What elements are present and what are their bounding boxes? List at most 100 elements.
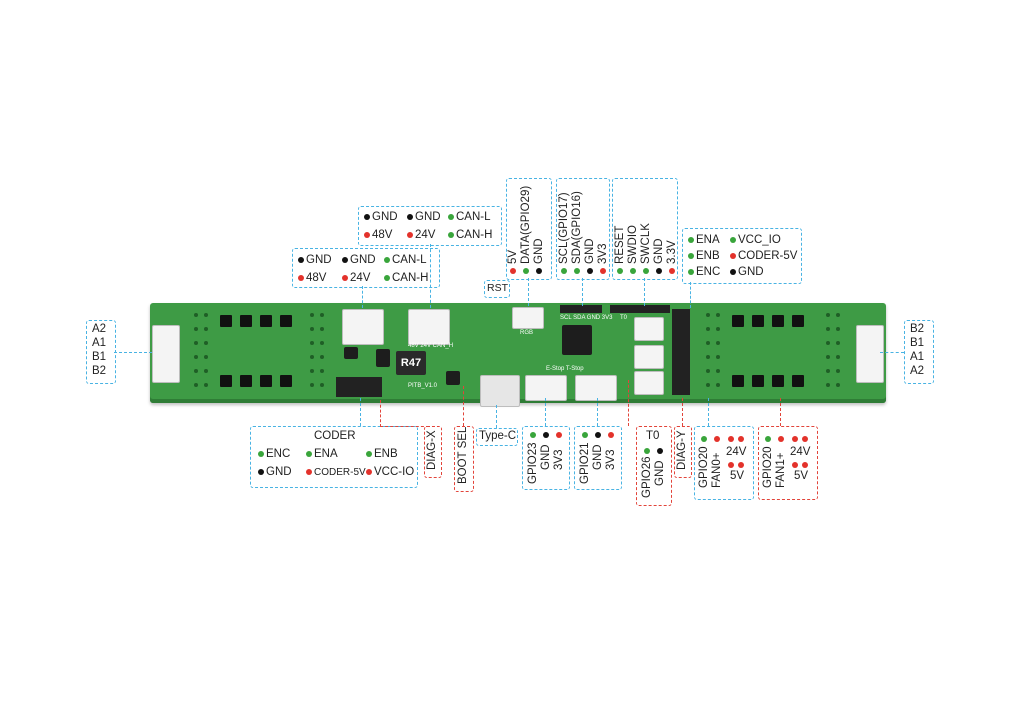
boot-sel-callout bbox=[454, 426, 474, 492]
i2c-callout bbox=[556, 178, 610, 280]
coder-r1c1: ENC bbox=[266, 448, 291, 460]
i2c-header bbox=[560, 305, 602, 313]
silk-t0: T0 bbox=[620, 315, 628, 321]
usb-type-c bbox=[480, 375, 520, 407]
swd-pin-swclk: SWCLK bbox=[640, 223, 652, 264]
t0-pin-1: GPIO26 bbox=[641, 456, 653, 498]
coder-r1c3: ENB bbox=[374, 448, 398, 460]
enc-r3c2: GND bbox=[738, 266, 764, 278]
power-small-r1c3: CAN-L bbox=[392, 254, 427, 266]
board-label: PITB_V1.0 bbox=[408, 383, 438, 389]
left-motor-connector bbox=[152, 325, 180, 383]
left-pin-1: A2 bbox=[92, 323, 107, 335]
rgb-pin-data: DATA(GPIO29) bbox=[520, 185, 532, 264]
silk-i2c: SCL SDA GND 3V3 bbox=[560, 315, 613, 321]
gpio21-pin-2: GND bbox=[592, 444, 604, 470]
rgb-callout bbox=[506, 178, 552, 280]
fan1-callout bbox=[758, 426, 818, 500]
gpio21-pin-1: GPIO21 bbox=[579, 442, 591, 484]
power-large-r1c1: GND bbox=[372, 211, 398, 223]
fan0-pin-2: FAN0+ bbox=[711, 452, 723, 488]
power-small-r2c1: 48V bbox=[306, 272, 327, 284]
power-small-callout bbox=[292, 248, 440, 288]
pcb-board: 48V 24V CAN_H R47 PITB_V1.0 RGB E-Stop T… bbox=[150, 303, 886, 407]
coder-r2c1: GND bbox=[266, 466, 292, 478]
fan0-volt-1: 24V bbox=[726, 446, 747, 458]
silk-rgb: RGB bbox=[520, 330, 534, 336]
gpio21-pin-3: 3V3 bbox=[605, 449, 617, 470]
power-large-r2c3: CAN-H bbox=[456, 229, 493, 241]
right-connector-callout bbox=[904, 320, 934, 384]
silk-estop: E-Stop T-Stop bbox=[546, 366, 584, 372]
power-small-r2c2: 24V bbox=[350, 272, 371, 284]
boot-sel-label: BOOT SEL bbox=[457, 426, 469, 484]
swd-callout bbox=[612, 178, 678, 280]
fan1-volt-1: 24V bbox=[790, 446, 811, 458]
coder-r1c2: ENA bbox=[314, 448, 338, 460]
swd-header bbox=[610, 305, 670, 313]
power-connector-large bbox=[408, 309, 450, 345]
left-pin-2: A1 bbox=[92, 337, 107, 349]
diag-x-label: DIAG-X bbox=[426, 430, 438, 470]
power-small-r1c2: GND bbox=[350, 254, 376, 266]
fan1-pin-2: FAN1+ bbox=[775, 452, 787, 488]
rst-callout bbox=[484, 280, 510, 298]
fan1-volt-2: 5V bbox=[794, 470, 809, 482]
inductor: R47 bbox=[396, 351, 426, 375]
coder-callout bbox=[250, 426, 418, 488]
small-ic-a bbox=[344, 347, 358, 359]
right-pin-1: B2 bbox=[910, 323, 925, 335]
i2c-pin-gnd: GND bbox=[584, 238, 596, 264]
inductor-label: R47 bbox=[400, 357, 422, 369]
boot-button bbox=[446, 371, 460, 385]
rgb-pin-gnd: GND bbox=[533, 238, 545, 264]
i2c-pin-3v3: 3V3 bbox=[597, 243, 609, 264]
enc-r1c2: VCC_IO bbox=[738, 234, 781, 246]
rgb-pin-5v: 5V bbox=[507, 249, 519, 264]
silk-power-small: 48V 24V CAN_H bbox=[408, 343, 454, 349]
gpio21-connector bbox=[575, 375, 617, 401]
i2c-pin-sda: SDA(GPIO16) bbox=[571, 191, 583, 264]
enc-r3c1: ENC bbox=[696, 266, 721, 278]
power-large-r2c1: 48V bbox=[372, 229, 393, 241]
power-small-r1c1: GND bbox=[306, 254, 332, 266]
fan-connector-b bbox=[634, 371, 664, 395]
diag-x-callout bbox=[424, 426, 442, 478]
right-header bbox=[672, 309, 690, 395]
fan1-pin-1: GPIO20 bbox=[762, 446, 774, 488]
rst-label: RST bbox=[487, 282, 508, 294]
type-c-label: Type-C bbox=[479, 430, 517, 442]
enc-r1c1: ENA bbox=[696, 234, 720, 246]
mcu bbox=[562, 325, 592, 355]
gpio23-connector bbox=[525, 375, 567, 401]
diag-y-callout bbox=[674, 426, 692, 478]
right-pin-4: A2 bbox=[910, 365, 925, 377]
left-pin-3: B1 bbox=[92, 351, 107, 363]
type-c-callout bbox=[476, 428, 518, 446]
t0-callout bbox=[636, 426, 672, 506]
diag-y-label: DIAG-Y bbox=[676, 430, 688, 470]
power-small-r2c3: CAN-H bbox=[392, 272, 429, 284]
t0-pin-2: GND bbox=[654, 460, 666, 486]
t0-title: T0 bbox=[646, 430, 660, 442]
right-pin-3: A1 bbox=[910, 351, 925, 363]
right-pin-2: B1 bbox=[910, 337, 925, 349]
enc-r2c1: ENB bbox=[696, 250, 720, 262]
fan-connector-a bbox=[634, 345, 664, 369]
encoder-right-callout bbox=[682, 228, 802, 284]
right-motor-connector bbox=[856, 325, 884, 383]
fan0-pin-1: GPIO20 bbox=[698, 446, 710, 488]
power-large-r1c3: CAN-L bbox=[456, 211, 491, 223]
fan0-callout bbox=[694, 426, 754, 500]
enc-r2c2: CODER-5V bbox=[738, 250, 798, 262]
coder-r2c3: VCC-IO bbox=[374, 466, 415, 478]
coder-title: CODER bbox=[314, 430, 356, 442]
swd-pin-gnd: GND bbox=[653, 238, 665, 264]
swd-pin-reset: RESET bbox=[614, 225, 626, 264]
swd-pin-3v3: 3.3V bbox=[666, 240, 678, 264]
gpio23-pin-2: GND bbox=[540, 444, 552, 470]
swd-pin-swdio: SWDIO bbox=[627, 225, 639, 264]
small-ic-b bbox=[376, 349, 390, 367]
power-connector-small bbox=[342, 309, 384, 345]
